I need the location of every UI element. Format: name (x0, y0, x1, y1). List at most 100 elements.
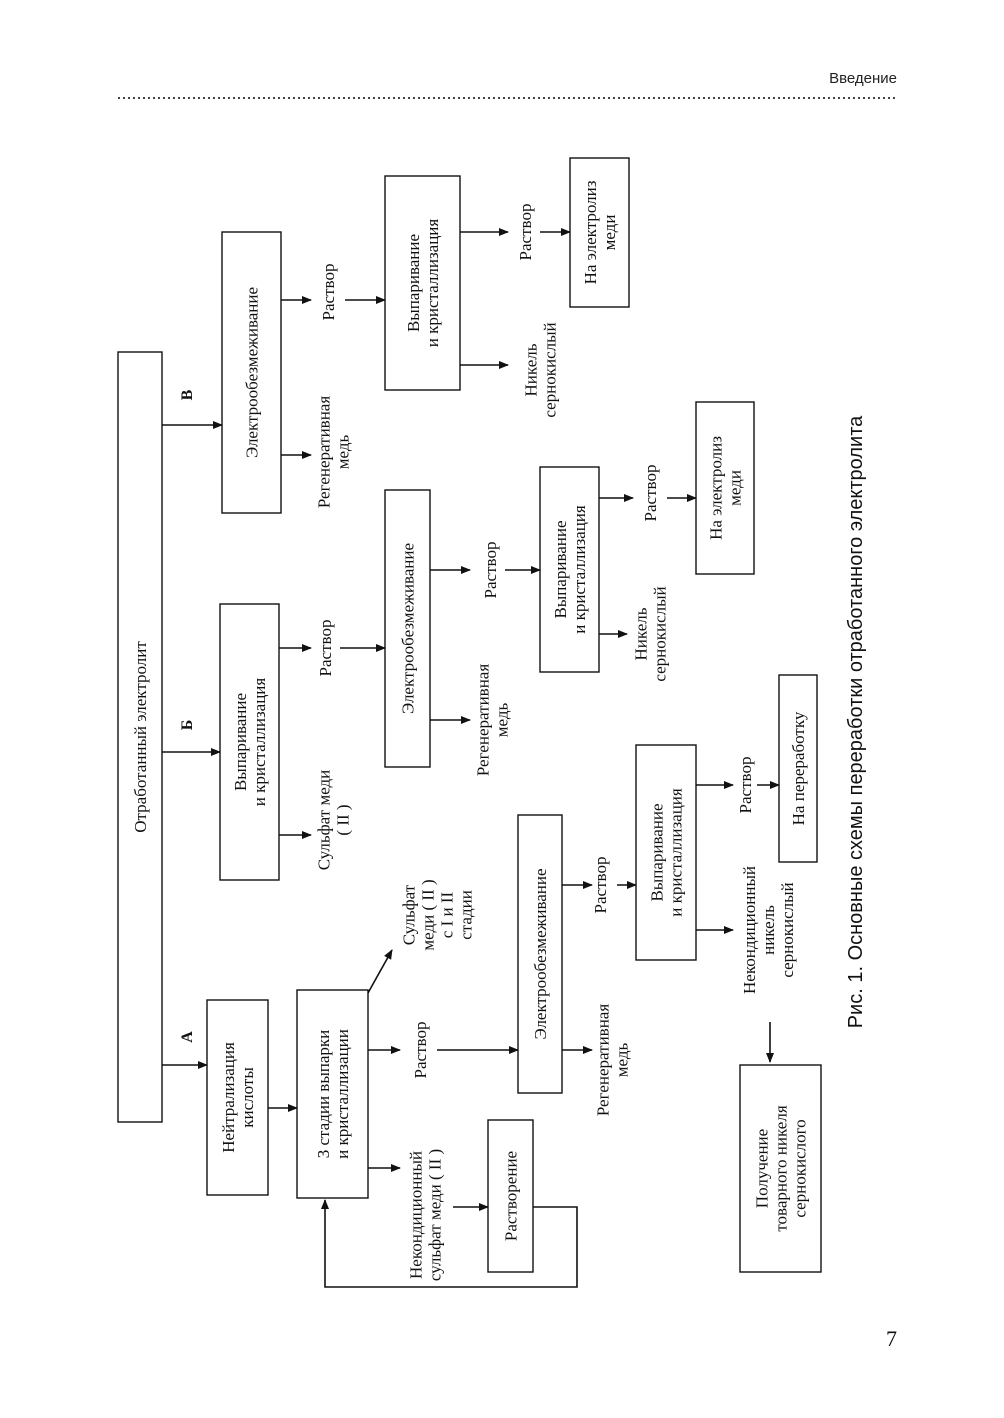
label-a-solution3: Раствор (736, 757, 755, 814)
box-text-line: Выпаривание (648, 803, 667, 901)
box-frame (695, 401, 755, 575)
label-text-line: Раствор (481, 542, 500, 599)
label-b-solution2: Раствор (481, 542, 500, 599)
box-frame (384, 489, 431, 768)
label-text-line: Некондиционный (407, 1151, 426, 1279)
branch-label-c: В (179, 389, 196, 400)
box-frame (778, 674, 818, 863)
label-text-line: Никель (522, 343, 541, 396)
box-text-line: и кристаллизации (333, 1029, 352, 1159)
label-text-line: Раствор (591, 857, 610, 914)
box-text-line: Получение (753, 1129, 772, 1208)
label-text-line: Раствор (316, 620, 335, 677)
box-text-line: Электрообезмеживание (399, 543, 418, 714)
box-frame (539, 466, 600, 673)
label-text-line: Раствор (641, 465, 660, 522)
box-text-line: На переработку (789, 711, 808, 825)
label-text-line: сернокислый (778, 882, 797, 977)
label-b-cu-sulfate: Сульфат меди( II ) (315, 770, 353, 871)
branch-label-b: Б (179, 720, 196, 731)
box-text-line: Электрообезмеживание (531, 868, 550, 1039)
box-text-line: и кристаллизация (250, 678, 269, 807)
label-a-solution2: Раствор (591, 857, 610, 914)
label-text-line: меди ( II ) (419, 879, 438, 950)
box-a-dissolve: Растворение (487, 1119, 534, 1273)
box-text-line: кислоты (238, 1067, 257, 1128)
label-text-line: Регенеративная (315, 396, 334, 509)
label-text-line: сернокислый (541, 322, 560, 417)
label-b-solution3: Раствор (641, 465, 660, 522)
box-frame (635, 744, 697, 961)
label-text-line: Некондиционный (740, 866, 759, 994)
label-text-line: никель (759, 905, 778, 955)
label-text-line: Сульфат меди (315, 770, 334, 871)
box-frame (517, 814, 563, 1094)
label-text-line: медь (493, 703, 512, 738)
box-text-line: Электрообезмеживание (243, 287, 262, 458)
page-number: 7 (886, 1326, 897, 1351)
section-header: Введение (829, 70, 897, 87)
box-source: Отработанный электролит (117, 351, 163, 1123)
box-a-electro: Электрообезмеживание (517, 814, 563, 1094)
box-text-line: Нейтрализация (219, 1042, 238, 1153)
label-text-line: медь (613, 1043, 632, 1078)
box-text-line: и кристаллизация (667, 788, 686, 917)
box-frame (219, 603, 280, 881)
box-text-line: Выпаривание (404, 234, 423, 332)
box-text-line: меди (600, 215, 619, 251)
box-text-line: и кристаллизация (570, 505, 589, 634)
label-a-solution1: Раствор (411, 1022, 430, 1079)
box-frame (117, 351, 163, 1123)
figure-caption: Рис. 1. Основные схемы переработки отраб… (845, 415, 867, 1028)
branch-label-a: А (179, 1031, 196, 1043)
recycle-loop-arrow (321, 1199, 578, 1288)
label-text-line: с I и II (438, 891, 457, 938)
box-text-line: товарного никеля (772, 1105, 791, 1232)
box-text-line: Отработанный электролит (131, 641, 150, 833)
box-frame (221, 231, 282, 514)
box-a-process: На переработку (778, 674, 818, 863)
label-text-line: медь (334, 435, 353, 470)
label-text-line: Раствор (319, 264, 338, 321)
box-c-electro: Электрообезмеживание (221, 231, 282, 514)
label-text-line: Сульфат (400, 884, 419, 945)
label-text-line: Регенеративная (594, 1004, 613, 1117)
diagram-arrows (162, 228, 780, 1288)
label-text-line: сернокислый (651, 586, 670, 681)
label-text-line: стадии (457, 890, 476, 940)
box-text-line: 3 стадии выпарки (314, 1030, 333, 1159)
box-text-line: сернокислого (791, 1119, 810, 1217)
box-frame (569, 157, 630, 308)
box-text-line: Растворение (502, 1151, 521, 1241)
box-text-line: На электролиз (707, 436, 726, 540)
box-frame (739, 1064, 822, 1273)
box-frame (296, 989, 369, 1199)
label-c-solution1: Раствор (319, 264, 338, 321)
box-text-line: меди (726, 470, 745, 506)
flow-arrow (367, 949, 393, 994)
box-frame (487, 1119, 534, 1273)
box-frame (206, 999, 269, 1196)
label-b-solution1: Раствор (316, 620, 335, 677)
label-text-line: Раствор (411, 1022, 430, 1079)
box-frame (384, 175, 461, 391)
